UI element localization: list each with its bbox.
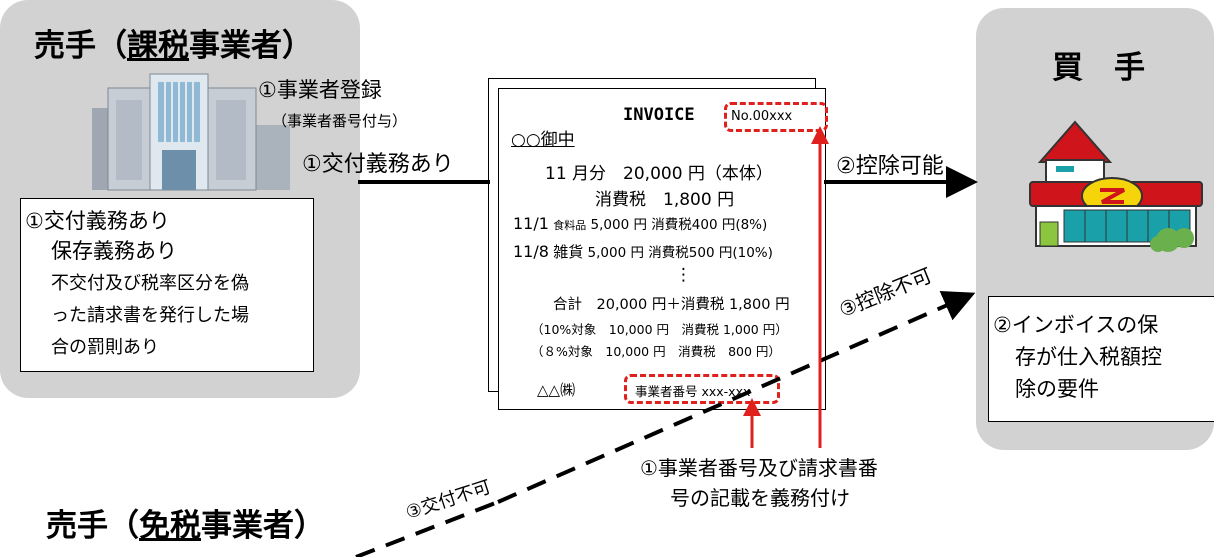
registration-sub-label: （事業者番号付与）	[272, 112, 408, 130]
penalty-line-2: った請求書を発行した場	[51, 305, 249, 326]
invoice-tax-line: 消費税 1,800 円	[595, 190, 735, 210]
requirement-line-2: 存が仕入税額控	[1015, 345, 1162, 369]
annotation-line-1: ①事業者番号及び請求書番	[640, 456, 878, 480]
invoice-total-line: 合計 20,000 円＋消費税 1,800 円	[553, 297, 790, 313]
invoice-title: INVOICE	[623, 105, 695, 125]
seller-obligations-box: ①交付義務あり 保存義務あり 不交付及び税率区分を偽 った請求書を発行した場 合…	[20, 198, 314, 372]
invoice-ellipsis: ⋮	[675, 265, 692, 285]
invoice-issuer: △△㈱	[537, 381, 576, 399]
cannot-issue-label: ③交付不可	[403, 476, 494, 524]
obligation-line-1: ①交付義務あり	[25, 209, 170, 233]
deductible-label: ②控除可能	[836, 154, 944, 179]
obligation-line-2: 保存義務あり	[51, 239, 177, 263]
invoice-rate10-line: （10%対象 10,000 円 消費税 1,000 円）	[531, 322, 788, 337]
business-number-highlight	[624, 374, 780, 404]
annotation-line-2: 号の記載を義務付け	[670, 486, 850, 510]
invoice-number-highlight	[724, 102, 828, 132]
buyer-requirement-box: ②インボイスの保 存が仕入税額控 除の要件	[988, 296, 1214, 422]
penalty-line-3: 合の罰則あり	[51, 337, 159, 358]
not-deductible-label: ③控除不可	[835, 263, 936, 322]
invoice-number: No.00xxx	[731, 109, 793, 124]
registration-label: ①事業者登録	[258, 78, 382, 102]
requirement-line-3: 除の要件	[1015, 377, 1099, 401]
delivery-obligation-label: ①交付義務あり	[302, 152, 454, 177]
seller-taxable-title: 売手（課税事業者）	[34, 28, 313, 64]
invoice-rate8-line: （８%対象 10,000 円 消費税 800 円）	[531, 344, 781, 359]
buyer-title: 買 手	[1052, 50, 1145, 86]
invoice-document: INVOICE No.00xxx ○○御中 11 月分 20,000 円（本体）…	[498, 88, 826, 410]
invoice-addressee: ○○御中	[511, 130, 575, 150]
penalty-line-1: 不交付及び税率区分を偽	[51, 273, 249, 294]
invoice-item-2: 11/8 雑貨 5,000 円 消費税500 円(10%)	[513, 242, 773, 261]
seller-exempt-title: 売手（免税事業者）	[46, 508, 325, 544]
requirement-line-1: ②インボイスの保	[993, 313, 1159, 337]
invoice-month-line: 11 月分 20,000 円（本体）	[545, 164, 773, 184]
invoice-item-1: 11/1 食料品 5,000 円 消費税400 円(8%)	[513, 214, 768, 233]
